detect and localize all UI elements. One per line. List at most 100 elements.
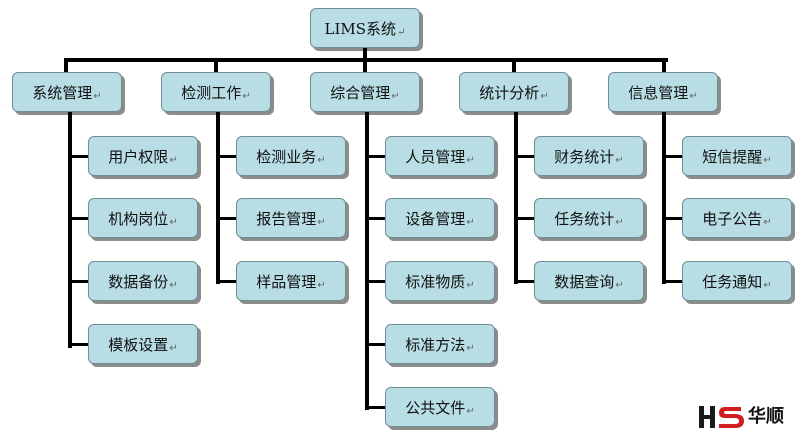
trunk-col-0 (68, 112, 72, 348)
leaf-node: 任务统计↵ (534, 198, 644, 238)
branch (365, 217, 385, 220)
leaf-node: 样品管理↵ (236, 261, 346, 301)
branch (216, 280, 236, 283)
return-mark-icon: ↵ (169, 343, 178, 354)
return-mark-icon: ↵ (615, 217, 624, 228)
leaf-node: 检测业务↵ (236, 136, 346, 176)
return-mark-icon: ↵ (689, 91, 698, 102)
leaf-label: 短信提醒 (702, 147, 763, 166)
leaf-label: 任务通知 (702, 272, 763, 291)
return-mark-icon: ↵ (169, 217, 178, 228)
branch (365, 155, 385, 158)
trunk-col-4 (662, 112, 666, 284)
leaf-node: 公共文件↵ (385, 387, 495, 427)
return-mark-icon: ↵ (317, 217, 326, 228)
trunk-col-1 (216, 112, 220, 284)
return-mark-icon: ↵ (466, 155, 475, 166)
return-mark-icon: ↵ (397, 27, 406, 38)
branch (68, 280, 88, 283)
category-node-general: 综合管理↵ (310, 72, 420, 112)
leaf-label: 任务统计 (554, 209, 615, 228)
category-label: 检测工作 (181, 83, 242, 102)
return-mark-icon: ↵ (615, 155, 624, 166)
category-node-statistics: 统计分析↵ (459, 72, 569, 112)
return-mark-icon: ↵ (169, 280, 178, 291)
leaf-node: 模板设置↵ (88, 324, 198, 364)
branch (365, 280, 385, 283)
branch (514, 280, 534, 283)
return-mark-icon: ↵ (540, 91, 549, 102)
leaf-node: 电子公告↵ (682, 198, 792, 238)
category-label: 综合管理 (330, 83, 391, 102)
leaf-node: 报告管理↵ (236, 198, 346, 238)
return-mark-icon: ↵ (466, 343, 475, 354)
branch (365, 406, 385, 409)
category-label: 统计分析 (479, 83, 540, 102)
return-mark-icon: ↵ (317, 155, 326, 166)
root-label: LIMS系统 (324, 19, 397, 38)
leaf-node: 标准物质↵ (385, 261, 495, 301)
category-label: 信息管理 (628, 83, 689, 102)
return-mark-icon: ↵ (615, 280, 624, 291)
category-node-testing: 检测工作↵ (161, 72, 271, 112)
leaf-node: 财务统计↵ (534, 136, 644, 176)
return-mark-icon: ↵ (169, 155, 178, 166)
branch (514, 155, 534, 158)
leaf-node: 机构岗位↵ (88, 198, 198, 238)
branch (662, 280, 682, 283)
return-mark-icon: ↵ (466, 406, 475, 417)
category-label: 系统管理 (32, 83, 93, 102)
leaf-label: 数据查询 (554, 272, 615, 291)
return-mark-icon: ↵ (317, 280, 326, 291)
branch (68, 343, 88, 346)
return-mark-icon: ↵ (391, 91, 400, 102)
root-node: LIMS系统↵ (310, 8, 420, 48)
drop-col-0 (64, 58, 68, 72)
leaf-node: 设备管理↵ (385, 198, 495, 238)
leaf-label: 人员管理 (405, 147, 466, 166)
drop-col-1 (214, 58, 218, 72)
return-mark-icon: ↵ (466, 280, 475, 291)
leaf-label: 检测业务 (256, 147, 317, 166)
logo-text: 华顺 (748, 406, 784, 427)
branch (662, 155, 682, 158)
leaf-node: 任务通知↵ (682, 261, 792, 301)
branch (216, 155, 236, 158)
leaf-node: 数据备份↵ (88, 261, 198, 301)
trunk-col-2 (365, 112, 369, 410)
leaf-label: 用户权限 (108, 147, 169, 166)
drop-col-3 (512, 58, 516, 72)
branch (662, 217, 682, 220)
return-mark-icon: ↵ (242, 91, 251, 102)
return-mark-icon: ↵ (763, 155, 772, 166)
branch (365, 343, 385, 346)
leaf-label: 机构岗位 (108, 209, 169, 228)
root-stem (363, 48, 367, 60)
leaf-node: 标准方法↵ (385, 324, 495, 364)
branch (68, 155, 88, 158)
drop-col-4 (662, 58, 666, 72)
leaf-node: 用户权限↵ (88, 136, 198, 176)
leaf-label: 数据备份 (108, 272, 169, 291)
leaf-label: 样品管理 (256, 272, 317, 291)
category-node-system: 系统管理↵ (12, 72, 122, 112)
leaf-node: 人员管理↵ (385, 136, 495, 176)
leaf-label: 标准物质 (405, 272, 466, 291)
leaf-label: 电子公告 (702, 209, 763, 228)
return-mark-icon: ↵ (763, 280, 772, 291)
leaf-node: 数据查询↵ (534, 261, 644, 301)
return-mark-icon: ↵ (466, 217, 475, 228)
leaf-label: 报告管理 (256, 209, 317, 228)
leaf-label: 公共文件 (405, 398, 466, 417)
drop-col-2 (363, 58, 367, 72)
return-mark-icon: ↵ (93, 91, 102, 102)
huashun-logo-icon (699, 406, 744, 428)
branch (68, 217, 88, 220)
branch (514, 217, 534, 220)
branch (216, 217, 236, 220)
leaf-label: 模板设置 (108, 335, 169, 354)
leaf-node: 短信提醒↵ (682, 136, 792, 176)
return-mark-icon: ↵ (763, 217, 772, 228)
leaf-label: 财务统计 (554, 147, 615, 166)
